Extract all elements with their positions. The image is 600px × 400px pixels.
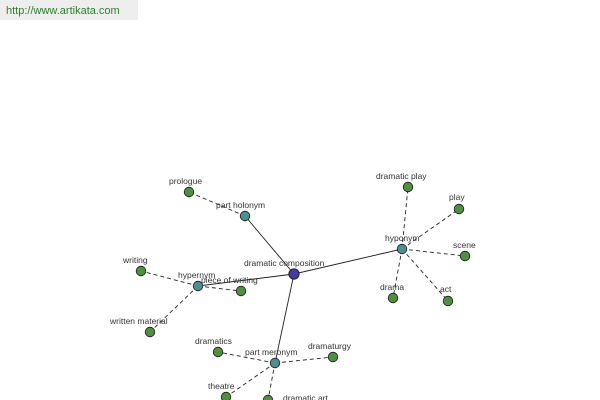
leaf-writing-node[interactable] [135, 265, 147, 277]
leaf-written-material-label[interactable]: written material [109, 316, 168, 326]
edge-center-part-meronym [274, 273, 295, 364]
edge-part-meronym-theatre [225, 362, 276, 398]
relation-part-holonym-node[interactable] [239, 210, 251, 222]
leaf-dramatic-play-label[interactable]: dramatic play [376, 171, 427, 181]
leaf-theatre-node[interactable] [220, 391, 232, 400]
edge-center-hyponym [293, 248, 403, 275]
leaf-prologue-label[interactable]: prologue [169, 176, 202, 186]
edge-hyponym-play [401, 208, 460, 250]
relation-hypernym-label[interactable]: hypernym [178, 270, 215, 280]
edge-part-meronym-dramatic-art [267, 362, 276, 400]
leaf-prologue-node[interactable] [183, 186, 195, 198]
leaf-drama-label[interactable]: drama [380, 282, 404, 292]
leaf-drama-node[interactable] [387, 292, 399, 304]
graph-edges [140, 186, 466, 400]
leaf-act-label[interactable]: act [440, 284, 452, 294]
leaf-dramaturgy-node[interactable] [327, 351, 339, 363]
leaf-written-material-node[interactable] [144, 326, 156, 338]
leaf-theatre-label[interactable]: theatre [208, 381, 235, 391]
relation-hyponym-label[interactable]: hyponym [385, 233, 420, 243]
graph-nodes: prologue dramatic play play scene act drama wr… [109, 171, 476, 400]
edge-hypernym-piece-of-writing [197, 285, 242, 292]
edge-part-meronym-dramaturgy [274, 356, 334, 364]
leaf-dramatics-node[interactable] [212, 346, 224, 358]
relation-part-holonym-label[interactable]: part holonym [216, 200, 265, 210]
leaf-piece-of-writing-label[interactable]: piece of writing [201, 275, 258, 285]
relation-hyponym-node[interactable] [396, 243, 408, 255]
leaf-play-label[interactable]: play [449, 192, 465, 202]
edge-hyponym-scene [401, 248, 466, 257]
leaf-dramatic-art-node[interactable] [262, 394, 274, 400]
relation-part-meronym-label[interactable]: part meronym [245, 347, 297, 357]
leaf-dramatic-art-label[interactable]: dramatic art [283, 393, 329, 400]
leaf-play-node[interactable] [453, 203, 465, 215]
site-url-banner[interactable]: http://www.artikata.com [0, 0, 138, 20]
edge-hypernym-writing [140, 270, 199, 287]
leaf-scene-node[interactable] [459, 250, 471, 262]
leaf-dramatic-play-node[interactable] [402, 181, 414, 193]
edge-hyponym-act [401, 248, 449, 302]
edge-part-holonym-prologue [188, 191, 246, 217]
leaf-piece-of-writing-node[interactable] [235, 285, 247, 297]
leaf-writing-label[interactable]: writing [122, 255, 148, 265]
center-dramatic-composition-label[interactable]: dramatic composition [244, 258, 325, 268]
edge-hyponym-drama [392, 248, 403, 299]
leaf-scene-label[interactable]: scene [453, 240, 476, 250]
center-dramatic-composition-node[interactable] [288, 268, 300, 280]
edge-center-hypernym [197, 273, 295, 287]
edge-center-part-holonym [244, 215, 295, 275]
relation-part-meronym-node[interactable] [269, 357, 281, 369]
leaf-dramaturgy-label[interactable]: dramaturgy [308, 341, 352, 351]
edge-part-meronym-dramatics [217, 351, 276, 364]
edge-hyponym-dramatic-play [401, 186, 409, 250]
leaf-act-node[interactable] [442, 295, 454, 307]
relation-hypernym-node[interactable] [192, 280, 204, 292]
leaf-dramatics-label[interactable]: dramatics [195, 336, 232, 346]
